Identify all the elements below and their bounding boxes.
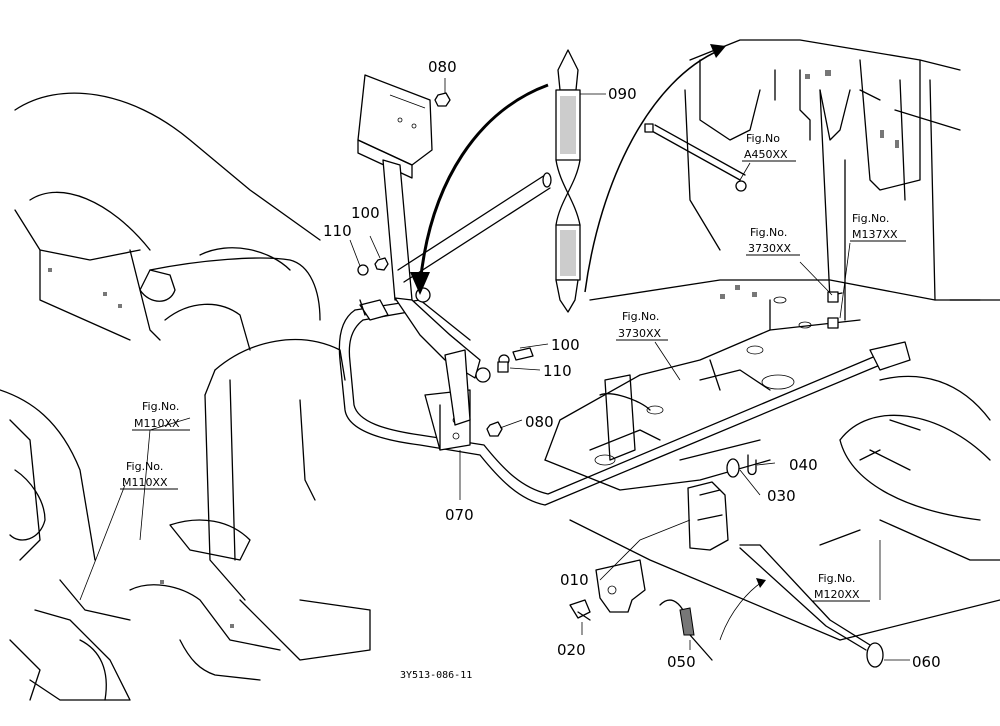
- svg-text:Fig.No: Fig.No: [746, 132, 780, 145]
- label-060: 060: [912, 653, 941, 671]
- fasteners: [357, 92, 843, 437]
- svg-text:M110XX: M110XX: [134, 417, 180, 430]
- drawing-code: 3Y513-086-11: [400, 670, 472, 681]
- latch-assembly: [569, 454, 884, 668]
- ref-m120: Fig.No. M120XX: [812, 572, 870, 602]
- label-010: 010: [560, 571, 589, 589]
- label-110-left: 110: [323, 222, 352, 240]
- leader-lines: [79, 78, 910, 661]
- svg-text:Fig.No.: Fig.No.: [142, 400, 179, 413]
- svg-text:M120XX: M120XX: [814, 588, 860, 601]
- left-fender-structure: [0, 92, 371, 701]
- assembly-arrows: [410, 44, 766, 641]
- svg-text:M110XX: M110XX: [122, 476, 168, 489]
- label-020: 020: [557, 641, 586, 659]
- figure-references: Fig.No A450XX Fig.No. 3730XX Fig.No. M13…: [120, 132, 906, 602]
- ref-m110-lower: Fig.No. M110XX: [120, 460, 178, 490]
- label-080-top: 080: [428, 58, 457, 76]
- label-070: 070: [445, 506, 474, 524]
- ref-a450: Fig.No A450XX: [742, 132, 796, 162]
- svg-text:3730XX: 3730XX: [618, 327, 662, 340]
- label-050: 050: [667, 653, 696, 671]
- svg-text:Fig.No.: Fig.No.: [852, 212, 889, 225]
- ref-m137: Fig.No. M137XX: [850, 212, 906, 242]
- right-frame-structure: [544, 39, 1000, 641]
- svg-text:A450XX: A450XX: [744, 148, 788, 161]
- svg-text:3730XX: 3730XX: [748, 242, 792, 255]
- ref-3730-lower: Fig.No. 3730XX: [616, 310, 668, 341]
- svg-text:M137XX: M137XX: [852, 228, 898, 241]
- svg-text:Fig.No.: Fig.No.: [750, 226, 787, 239]
- ref-3730-upper: Fig.No. 3730XX: [746, 226, 800, 256]
- label-090: 090: [608, 85, 637, 103]
- part-labels: 080 090 100 110 100 110 080 070 040 030 …: [323, 58, 941, 671]
- label-030: 030: [767, 487, 796, 505]
- label-100-right: 100: [551, 336, 580, 354]
- label-110-right: 110: [543, 362, 572, 380]
- support-rod: [397, 172, 552, 283]
- strap-090: [555, 49, 581, 313]
- label-100-left: 100: [351, 204, 380, 222]
- svg-text:Fig.No.: Fig.No.: [818, 572, 855, 585]
- label-080-bottom: 080: [525, 413, 554, 431]
- svg-text:Fig.No.: Fig.No.: [622, 310, 659, 323]
- svg-text:Fig.No.: Fig.No.: [126, 460, 163, 473]
- label-040: 040: [789, 456, 818, 474]
- a450-rod: [644, 123, 747, 192]
- ref-m110-upper: Fig.No. M110XX: [132, 400, 190, 431]
